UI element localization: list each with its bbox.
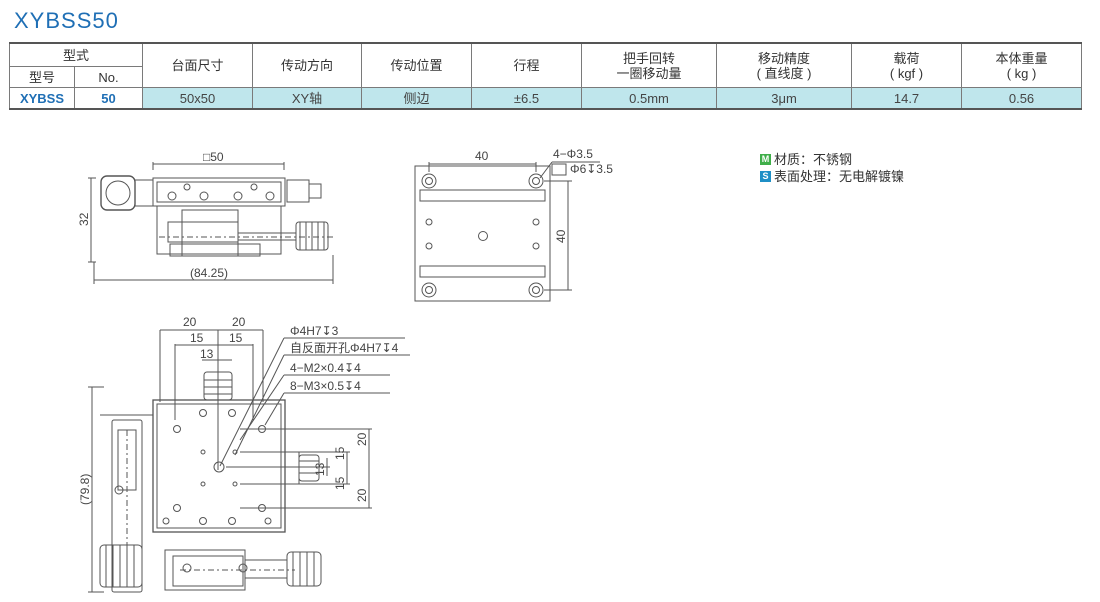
base-dim-pitch: 40 <box>475 149 489 163</box>
material-note: M 材质：不锈钢 <box>760 151 904 168</box>
top-dim-15-left: 15 <box>190 331 204 345</box>
side-dim-top: □50 <box>203 150 224 164</box>
header-load: 载荷( kgf ) <box>851 42 963 88</box>
cell-no: 50 <box>73 87 144 110</box>
top-dim-15-upper: 15 <box>333 446 347 460</box>
top-callout-3: 4−M2×0.4↧4 <box>290 361 361 375</box>
top-dim-20-upper: 20 <box>355 432 369 446</box>
cell-table-size: 50x50 <box>142 87 254 110</box>
spec-table: 型式 台面尺寸 传动方向 传动位置 行程 把手回转一圈移动量 移动精度( 直线度… <box>8 42 1083 110</box>
side-dim-overall: (84.25) <box>190 266 228 280</box>
top-dim-20-right: 20 <box>232 315 246 329</box>
top-dim-13: 13 <box>200 347 214 361</box>
cell-model: XYBSS <box>9 87 75 110</box>
top-callout-2: 自反面开孔Φ4H7↧4 <box>290 341 399 355</box>
side-view: □50 32 (84.25) <box>77 150 335 284</box>
cell-weight: 0.56 <box>961 87 1083 110</box>
cell-load: 14.7 <box>851 87 963 110</box>
cell-accuracy: 3μm <box>716 87 853 110</box>
top-callout-1: Φ4H7↧3 <box>290 324 339 338</box>
side-dim-height: 32 <box>77 212 91 226</box>
header-weight: 本体重量( kg ) <box>961 42 1083 88</box>
cell-drive-position: 侧边 <box>361 87 473 110</box>
top-callout-4: 8−M3×0.5↧4 <box>290 379 361 393</box>
surface-note: S 表面处理：无电解镀镍 <box>760 168 904 185</box>
top-dim-13-v: 13 <box>313 462 327 476</box>
material-text: 材质：不锈钢 <box>774 152 853 167</box>
cell-travel-per-rev: 0.5mm <box>581 87 718 110</box>
top-dim-overall-height: (79.8) <box>78 474 92 505</box>
cell-stroke: ±6.5 <box>471 87 583 110</box>
base-hole-callout-1: 4−Φ3.5 <box>553 147 593 161</box>
top-dim-15-right: 15 <box>229 331 243 345</box>
surface-text: 表面处理：无电解镀镍 <box>774 169 905 184</box>
material-badge-icon: M <box>760 154 771 165</box>
header-drive-position: 传动位置 <box>361 42 473 88</box>
top-dim-15-lower: 15 <box>333 476 347 490</box>
product-title: XYBSS50 <box>14 8 119 33</box>
base-dim-pitch-vertical: 40 <box>554 229 568 243</box>
top-dim-20-left: 20 <box>183 315 197 329</box>
base-view: 40 40 4−Φ3.5 Φ6↧3.5 <box>414 147 613 302</box>
header-no: No. <box>73 66 144 88</box>
top-dim-20-lower: 20 <box>355 488 369 502</box>
surface-badge-icon: S <box>760 171 771 182</box>
header-travel-per-rev: 把手回转一圈移动量 <box>581 42 718 88</box>
table-row: XYBSS 50 50x50 XY轴 侧边 ±6.5 0.5mm 3μm 14.… <box>9 87 1083 110</box>
header-drive-direction: 传动方向 <box>252 42 363 88</box>
top-view: 20 20 15 15 13 Φ4H7↧3 自反面开孔Φ4H7↧4 4−M2×0… <box>78 315 410 593</box>
base-hole-callout-2: Φ6↧3.5 <box>570 162 613 176</box>
header-stroke: 行程 <box>471 42 583 88</box>
material-notes: M 材质：不锈钢 S 表面处理：无电解镀镍 <box>760 151 904 185</box>
header-accuracy: 移动精度( 直线度 ) <box>716 42 853 88</box>
